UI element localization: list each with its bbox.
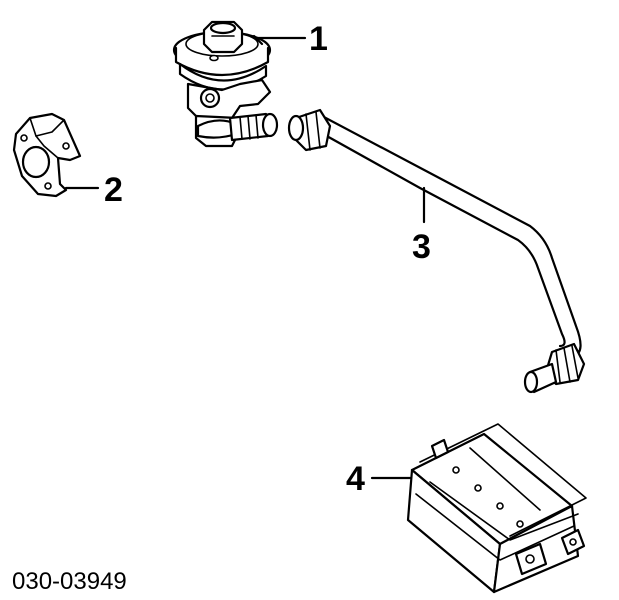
part-number: 030-03949 (12, 568, 127, 595)
part-3-egr-tube (287, 108, 586, 394)
part-2-gasket (12, 112, 100, 198)
part-1-egr-valve (172, 20, 307, 148)
callout-1: 1 (309, 20, 328, 58)
callout-4: 4 (346, 460, 365, 498)
callout-2: 2 (104, 171, 123, 209)
callout-3: 3 (412, 228, 431, 266)
part-4-canister (370, 423, 587, 594)
